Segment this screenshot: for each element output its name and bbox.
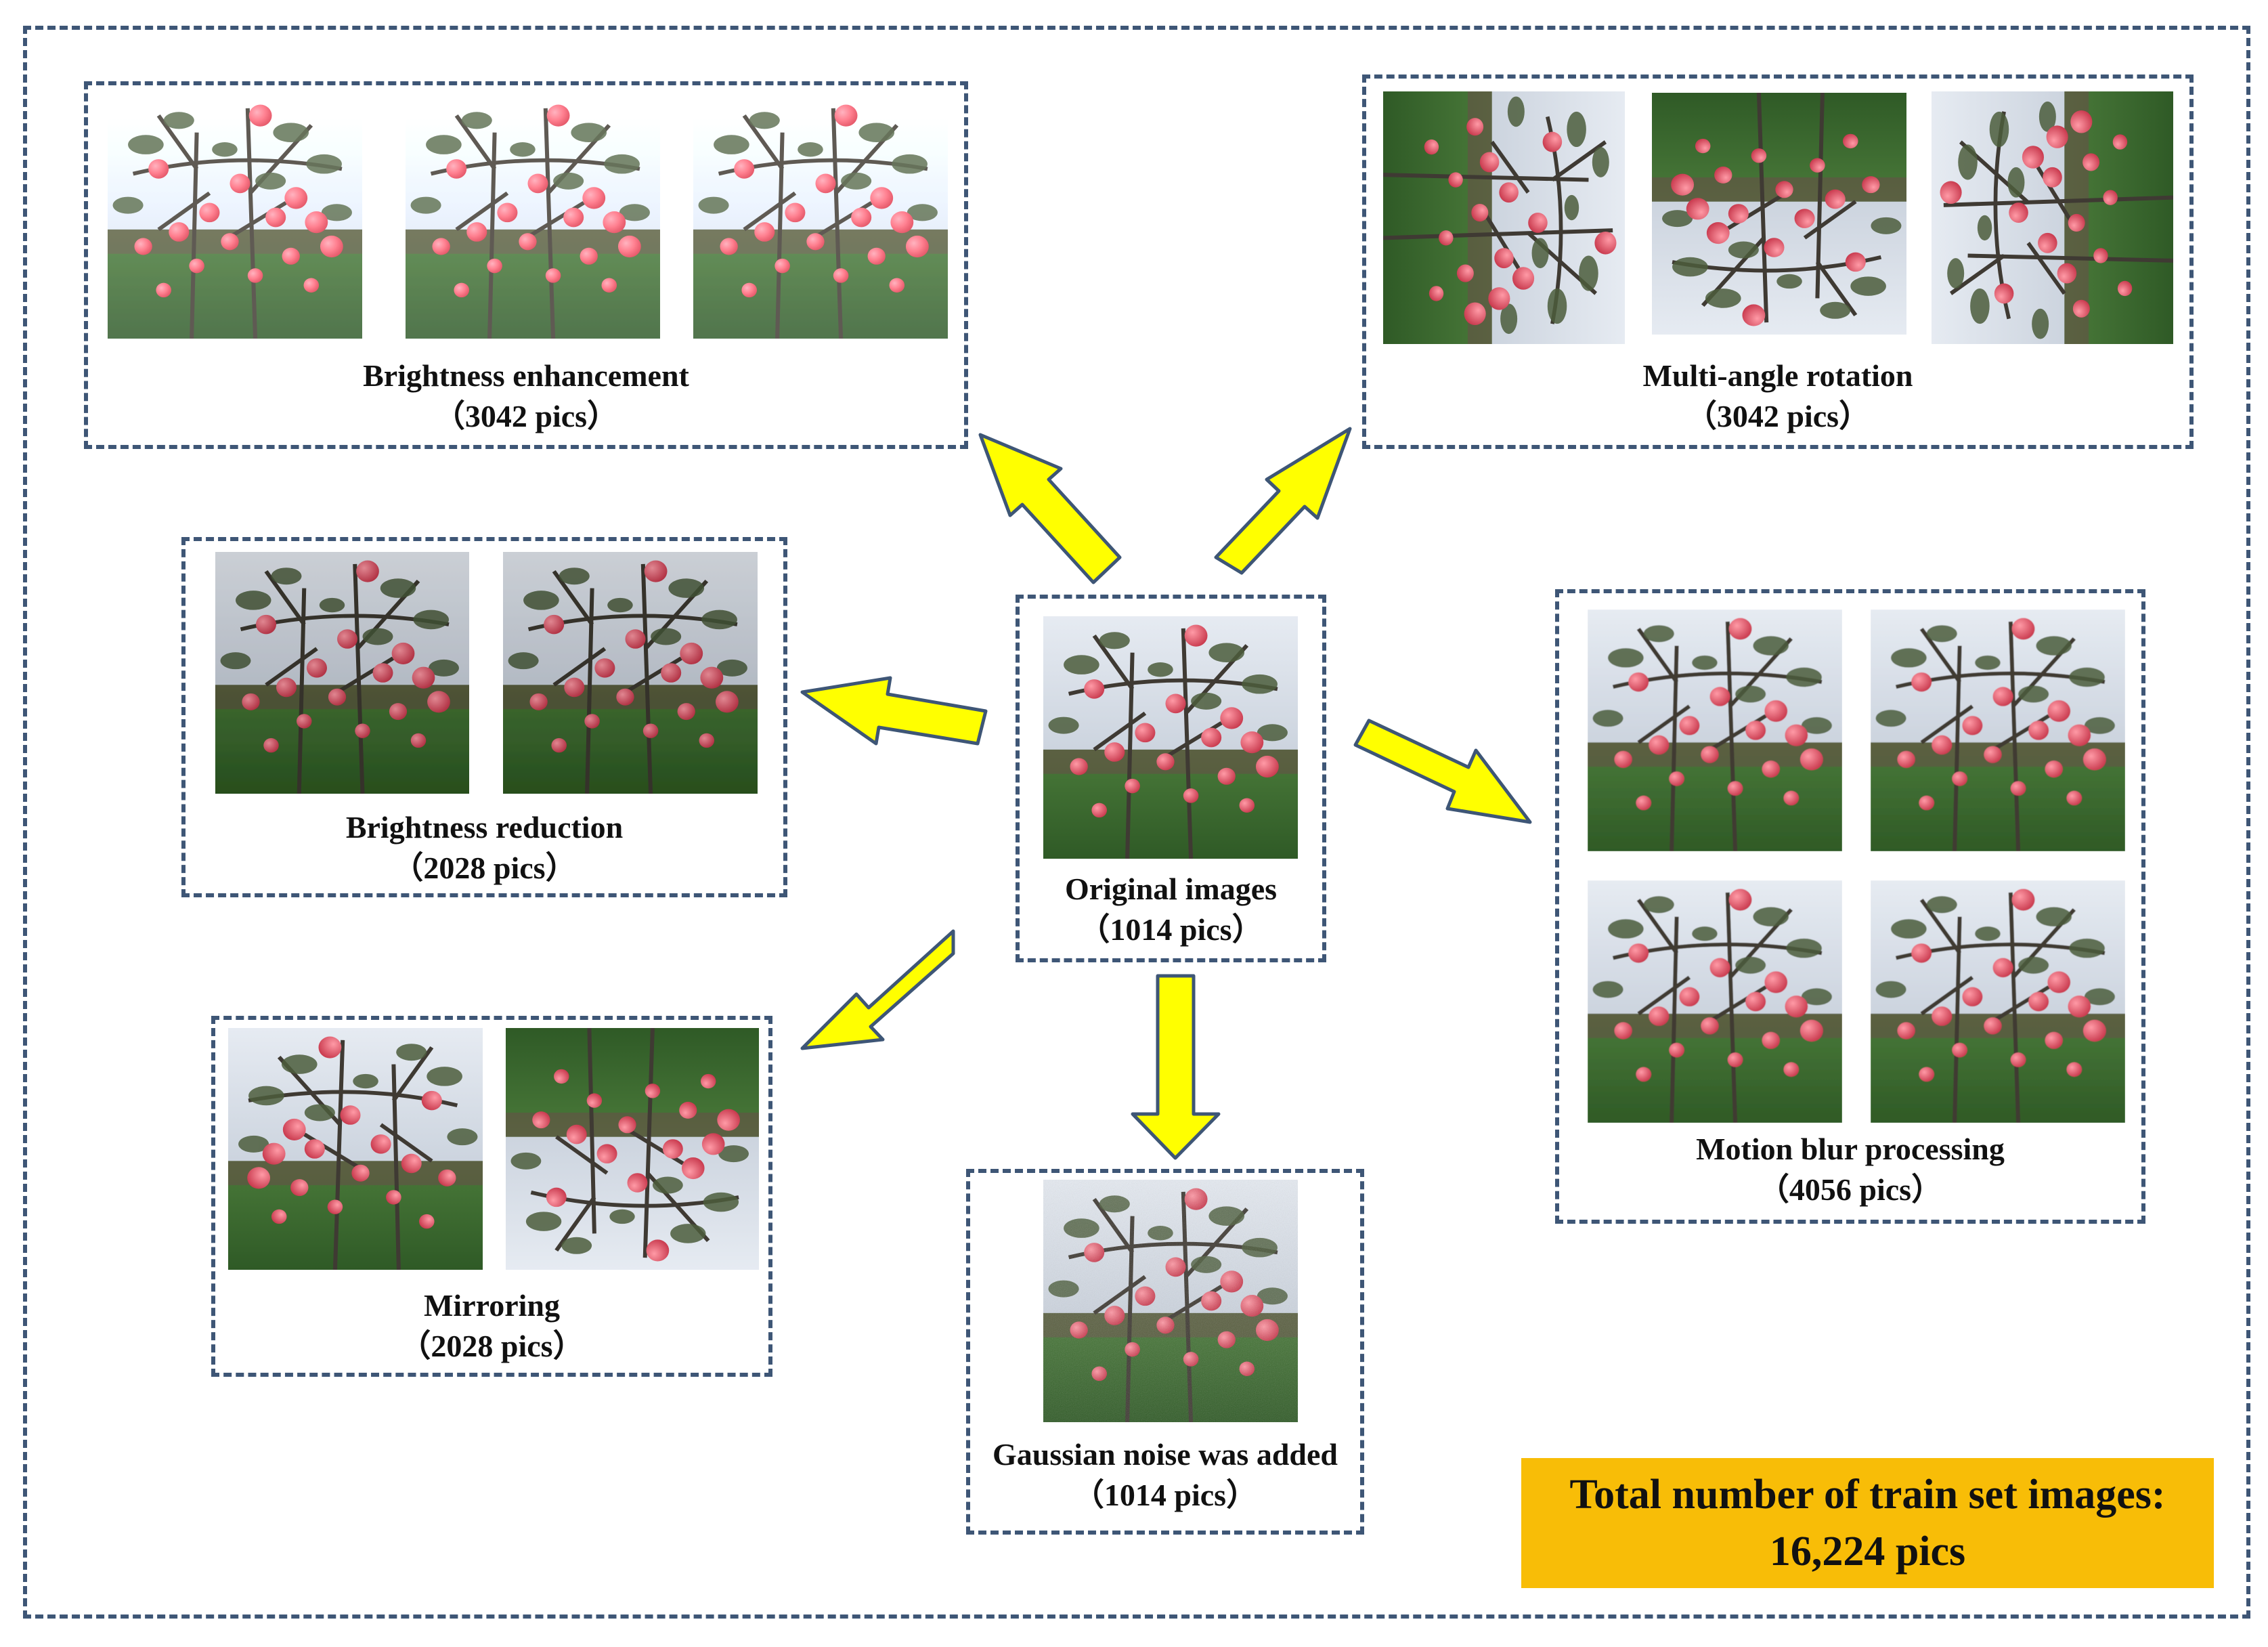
mirroring-count: （2028 pics）	[399, 1329, 584, 1363]
brightness-reduction-name: Brightness reduction	[345, 810, 624, 844]
original-images-group	[1016, 595, 1326, 962]
motion-blur-name: Motion blur processing	[1696, 1132, 2005, 1166]
multi-angle-rotation-label: Multi-angle rotation （3042 pics）	[1362, 356, 2194, 437]
brightness-enhancement-count: （3042 pics）	[433, 399, 619, 433]
original-images-count: （1014 pics）	[1078, 912, 1263, 947]
total-images-line1: Total number of train set images:	[1569, 1472, 2166, 1518]
arrow-to-multi-angle-rotation	[1214, 427, 1352, 575]
multi-angle-rotation-count: （3042 pics）	[1685, 399, 1871, 433]
arrow-to-brightness-enhancement	[978, 433, 1122, 584]
motion-blur-count: （4056 pics）	[1758, 1172, 1943, 1207]
arrow-to-mirroring	[800, 929, 955, 1050]
mirroring-name: Mirroring	[424, 1288, 560, 1323]
multi-angle-rotation-name: Multi-angle rotation	[1642, 358, 1913, 393]
mirroring-label: Mirroring （2028 pics）	[211, 1285, 772, 1367]
mirroring-group	[211, 1016, 772, 1377]
gaussian-noise-label: Gaussian noise was added （1014 pics）	[966, 1434, 1364, 1516]
brightness-reduction-count: （2028 pics）	[392, 851, 577, 885]
brightness-reduction-label: Brightness reduction （2028 pics）	[181, 807, 787, 889]
arrow-to-brightness-reduction	[800, 676, 988, 746]
multi-angle-rotation-group	[1362, 74, 2194, 449]
original-images-label: Original images （1014 pics）	[1016, 869, 1326, 950]
brightness-reduction-group	[181, 537, 787, 897]
motion-blur-label: Motion blur processing （4056 pics）	[1555, 1129, 2145, 1210]
gaussian-noise-group	[966, 1169, 1364, 1535]
total-images-box: Total number of train set images: 16,224…	[1521, 1458, 2214, 1588]
arrow-to-motion-blur	[1353, 719, 1532, 824]
arrow-to-gaussian-noise	[1131, 974, 1221, 1160]
gaussian-noise-count: （1014 pics）	[1072, 1478, 1258, 1512]
brightness-enhancement-label: Brightness enhancement （3042 pics）	[84, 356, 968, 437]
brightness-enhancement-name: Brightness enhancement	[363, 358, 689, 393]
gaussian-noise-photo	[1043, 1180, 1298, 1422]
total-images-line2: 16,224 pics	[1769, 1528, 1966, 1575]
outer-frame	[23, 26, 2250, 1619]
motion-blur-group	[1555, 589, 2145, 1224]
gaussian-noise-name: Gaussian noise was added	[993, 1437, 1338, 1472]
brightness-enhancement-group	[84, 81, 968, 449]
original-images-name: Original images	[1064, 872, 1278, 906]
